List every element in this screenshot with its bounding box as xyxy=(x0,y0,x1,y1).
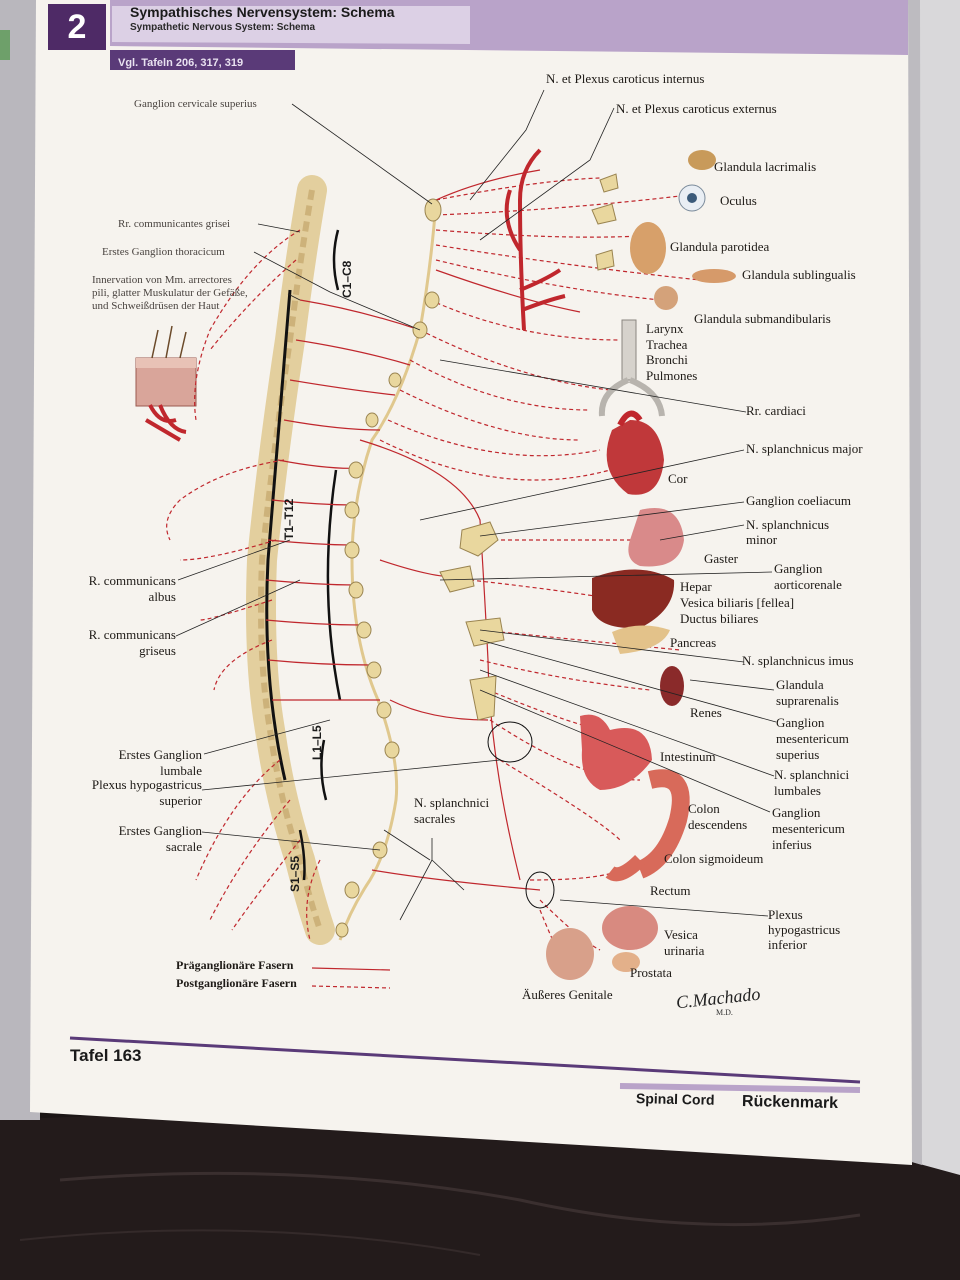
label-r-communicans-albus-1: R. communicans xyxy=(88,573,176,588)
label-glandula-suprarenalis-2: suprarenalis xyxy=(776,693,839,708)
label-rr-communicantes-grisei: Rr. communicantes grisei xyxy=(118,218,231,230)
segment-lumbar: L1–L5 xyxy=(310,725,324,760)
label-bronchi: Bronchi xyxy=(646,352,688,367)
label-erstes-ganglion-sacrale-1: Erstes Ganglion xyxy=(118,823,202,838)
label-erstes-ganglion-thoracicum: Erstes Ganglion thoracicum xyxy=(102,246,225,258)
plate-reference: Vgl. Tafeln 206, 317, 319 xyxy=(118,57,244,69)
label-ganglion-mesentericum-superius-3: superius xyxy=(776,747,820,762)
label-ganglion-mesentericum-superius-1: Ganglion xyxy=(776,715,825,730)
segment-sacral: S1–S5 xyxy=(288,855,302,892)
label-ganglion-aorticorenale-1: Ganglion xyxy=(774,561,823,576)
label-plexus-hypogastricus-superior-2: superior xyxy=(159,793,202,808)
label-pulmones: Pulmones xyxy=(646,368,698,383)
label-cor: Cor xyxy=(668,471,688,486)
page-title: Sympathisches Nervensystem: Schema xyxy=(130,4,395,20)
label-ductus-biliares: Ductus biliares xyxy=(680,611,759,626)
leader-lines xyxy=(175,89,777,921)
label-plexus-caroticus-externus: N. et Plexus caroticus externus xyxy=(616,101,777,116)
legend-dashed-line xyxy=(311,985,391,989)
label-innervation-1: Innervation von Mm. arrectores xyxy=(92,274,232,286)
label-larynx: Larynx xyxy=(646,321,684,336)
label-r-communicans-griseus-2: griseus xyxy=(139,643,176,658)
page-subtitle: Sympathetic Nervous System: Schema xyxy=(130,22,316,33)
artist-signature-suffix: M.D. xyxy=(716,1008,733,1017)
label-glandula-sublingualis: Glandula sublingualis xyxy=(742,267,856,282)
label-r-communicans-griseus-1: R. communicans xyxy=(88,627,176,642)
label-n-splanchnicus-minor-1: N. splanchnicus xyxy=(746,517,830,532)
skin-illustration xyxy=(135,325,197,442)
postganglionic-fibres xyxy=(166,177,701,971)
preganglionic-fibres xyxy=(265,169,581,891)
legend-postganglionic: Postganglionäre Fasern xyxy=(176,976,297,990)
label-vesica-biliaris: Vesica biliaris [fellea] xyxy=(680,595,795,610)
label-oculus: Oculus xyxy=(720,193,757,208)
label-ganglion-mesentericum-inferius-2: mesentericum xyxy=(772,821,845,836)
label-innervation-3: und Schweißdrüsen der Haut xyxy=(92,300,220,312)
chapter-number: 2 xyxy=(48,4,106,50)
label-erstes-ganglion-lumbale-1: Erstes Ganglion xyxy=(118,747,202,762)
ganglia xyxy=(335,173,619,938)
label-trachea: Trachea xyxy=(646,337,688,352)
label-ganglion-mesentericum-inferius-3: inferius xyxy=(772,837,812,852)
label-rectum: Rectum xyxy=(650,883,691,898)
label-ganglion-aorticorenale-2: aorticorenale xyxy=(774,577,842,592)
label-n-splanchnicus-imus: N. splanchnicus imus xyxy=(742,653,854,668)
label-r-communicans-albus-2: albus xyxy=(148,589,176,604)
label-erstes-ganglion-lumbale-2: lumbale xyxy=(160,763,202,778)
label-gaster: Gaster xyxy=(704,551,738,566)
label-n-splanchnici-sacrales-2: sacrales xyxy=(414,811,456,826)
label-plexus-hypogastricus-inferior-2: hypogastricus xyxy=(768,922,841,937)
segment-thoracic: T1–T12 xyxy=(282,498,296,540)
label-plexus-hypogastricus-inferior-1: Plexus xyxy=(768,907,803,922)
label-n-splanchnici-sacrales-1: N. splanchnici xyxy=(414,795,490,810)
label-n-splanchnicus-minor-2: minor xyxy=(746,532,778,547)
label-glandula-submandibularis: Glandula submandibularis xyxy=(694,311,831,326)
label-ganglion-mesentericum-superius-2: mesentericum xyxy=(776,731,849,746)
spinal-cord xyxy=(246,175,342,945)
label-glandula-lacrimalis: Glandula lacrimalis xyxy=(714,159,817,174)
label-ganglion-cervicale-superius: Ganglion cervicale superius xyxy=(134,98,257,110)
label-glandula-suprarenalis-1: Glandula xyxy=(776,677,824,692)
label-ganglion-mesentericum-inferius-1: Ganglion xyxy=(772,805,821,820)
label-vesica-urinaria-2: urinaria xyxy=(664,943,705,958)
label-plexus-caroticus-internus: N. et Plexus caroticus internus xyxy=(546,71,705,86)
label-prostata: Prostata xyxy=(630,965,672,980)
label-n-splanchnici-lumbales-1: N. splanchnici xyxy=(774,767,850,782)
plate-number: Tafel 163 xyxy=(70,1046,142,1065)
label-glandula-parotidea: Glandula parotidea xyxy=(670,239,770,254)
organ-illustrations xyxy=(546,150,736,980)
label-n-splanchnici-lumbales-2: lumbales xyxy=(774,783,821,798)
label-ganglion-coeliacum: Ganglion coeliacum xyxy=(746,493,852,508)
label-plexus-hypogastricus-inferior-3: inferior xyxy=(768,937,807,952)
plexus-loops xyxy=(487,721,555,909)
label-colon-descendens-2: descendens xyxy=(688,817,748,832)
section-title-de: Rückenmark xyxy=(741,1092,839,1113)
legend-preganglionic: Präganglionäre Fasern xyxy=(176,958,294,972)
label-colon-sigmoideum: Colon sigmoideum xyxy=(664,851,764,866)
label-pancreas: Pancreas xyxy=(670,635,717,650)
legend-solid-line xyxy=(311,967,391,971)
label-plexus-hypogastricus-superior-1: Plexus hypogastricus xyxy=(91,777,202,792)
label-rr-cardiaci: Rr. cardiaci xyxy=(746,403,806,418)
label-colon-descendens-1: Colon xyxy=(688,801,720,816)
section-title-en: Spinal Cord xyxy=(635,1090,715,1108)
label-n-splanchnicus-major: N. splanchnicus major xyxy=(746,441,863,456)
label-ausseres-genitale: Äußeres Genitale xyxy=(522,987,613,1002)
label-innervation-2: pili, glatter Muskulatur der Gefäße, xyxy=(92,287,248,299)
segment-cervical: C1–C8 xyxy=(340,260,354,298)
label-intestinum: Intestinum xyxy=(660,749,716,764)
label-renes: Renes xyxy=(690,705,722,720)
label-vesica-urinaria-1: Vesica xyxy=(664,927,698,942)
label-erstes-ganglion-sacrale-2: sacrale xyxy=(165,839,202,854)
label-hepar: Hepar xyxy=(680,579,712,594)
